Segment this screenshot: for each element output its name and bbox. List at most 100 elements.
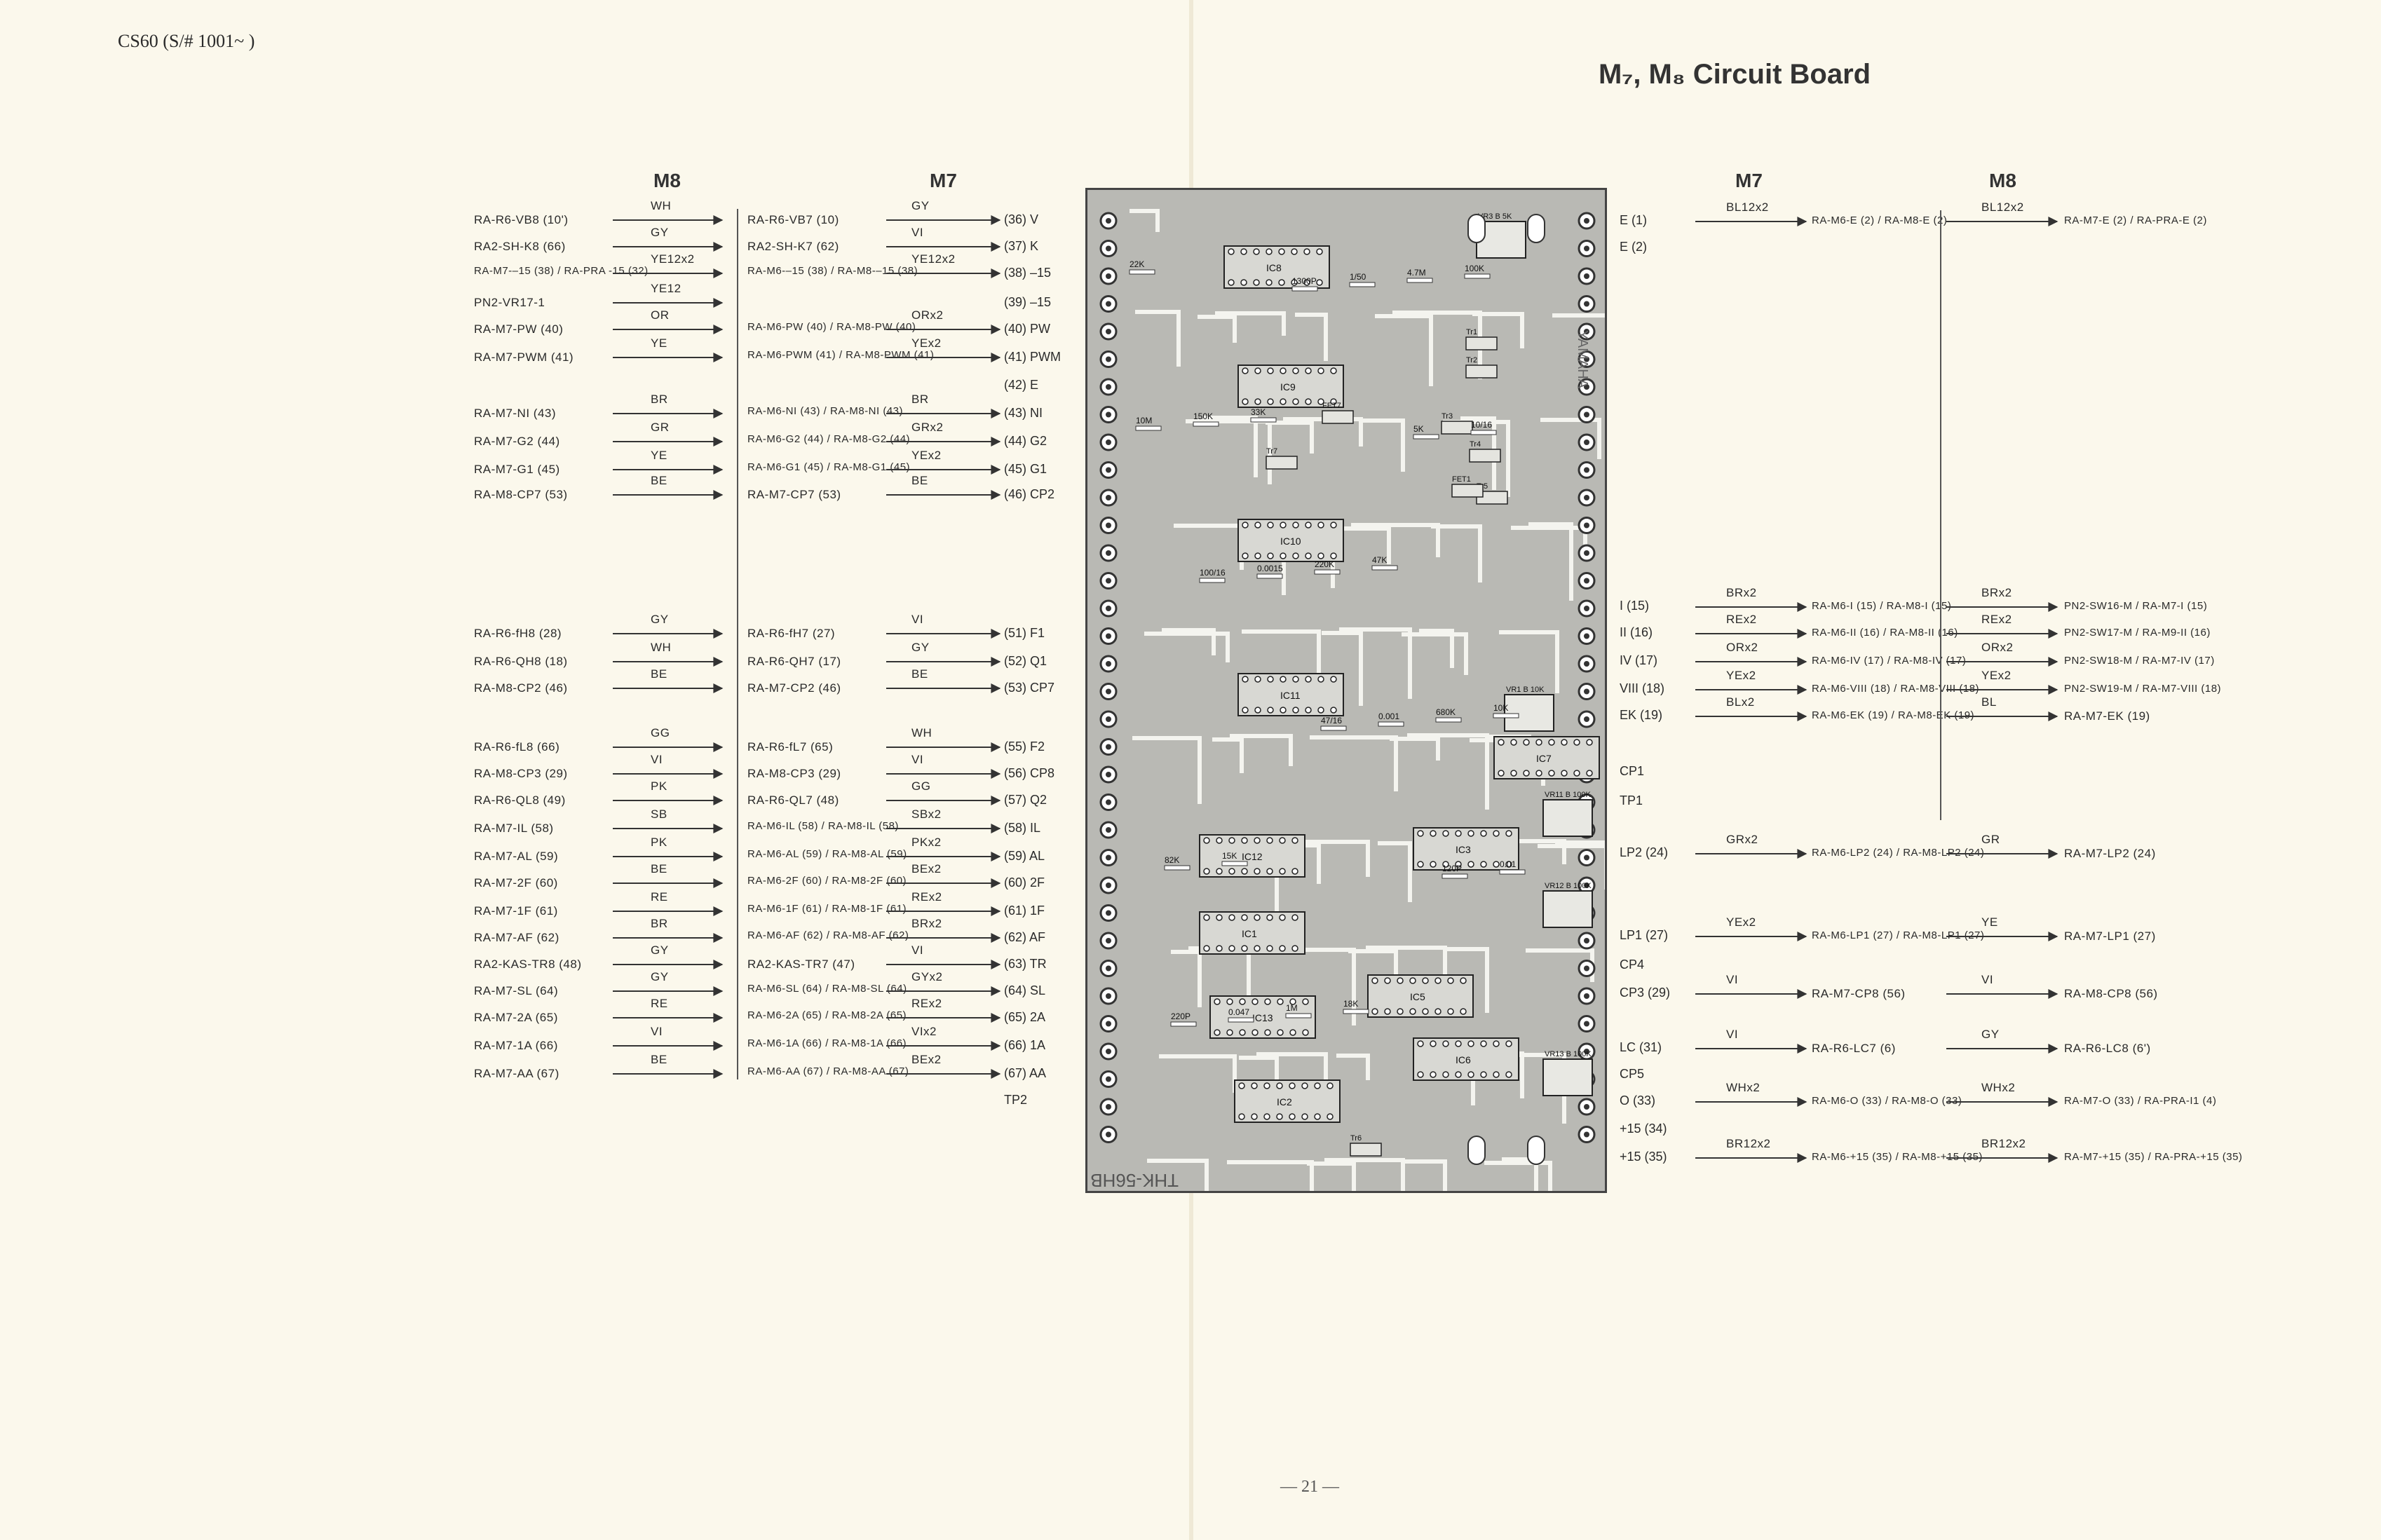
m8-wire-color: GY bbox=[1981, 1028, 2000, 1041]
board-pin-label: (41) PWM bbox=[1004, 350, 1061, 364]
m8-wire-color: WH bbox=[651, 641, 672, 654]
edge-pad-hole bbox=[1106, 883, 1111, 888]
part-value: 5K bbox=[1413, 424, 1424, 434]
edge-pad-hole bbox=[1584, 245, 1589, 252]
m8-source-label: RA-R6-QH8 (18) bbox=[474, 655, 568, 668]
edge-pad-hole bbox=[1106, 356, 1111, 362]
board-pin-label: E (2) bbox=[1620, 240, 1648, 254]
m8-wire-color: GY bbox=[651, 613, 669, 626]
part-value: 82K bbox=[1165, 855, 1179, 865]
board-pin-label: (56) CP8 bbox=[1004, 766, 1055, 780]
ic-chip: IC10 bbox=[1237, 519, 1344, 562]
trace bbox=[1402, 632, 1468, 675]
edge-pad-hole bbox=[1106, 854, 1111, 861]
m8-wire-color: BE bbox=[651, 862, 667, 875]
silkscreen-brand: YAMAHA bbox=[1575, 330, 1590, 389]
trace bbox=[1310, 735, 1398, 791]
ic-chip: IC8 bbox=[1223, 245, 1330, 289]
part-value: 0.01 bbox=[1500, 859, 1517, 869]
resistor bbox=[1170, 1021, 1197, 1027]
part-value: 100K bbox=[1465, 264, 1484, 273]
m8-wire-color: GR bbox=[651, 421, 670, 434]
trace bbox=[1390, 737, 1440, 761]
edge-pad-hole bbox=[1106, 578, 1111, 584]
m7-wire-color: GRx2 bbox=[1726, 833, 1758, 846]
m7-wire-color: WHx2 bbox=[1726, 1081, 1761, 1094]
part-value: 4.7M bbox=[1407, 268, 1426, 278]
edge-pad-hole bbox=[1106, 550, 1111, 556]
m7-wire-color: VIx2 bbox=[911, 1025, 937, 1038]
m7-wire-color: VI bbox=[1726, 973, 1739, 986]
m8-dest-label: RA-M7-LP2 (24) bbox=[2064, 847, 2156, 860]
m8-wire-color: RE bbox=[651, 890, 668, 904]
edge-pad-hole bbox=[1584, 439, 1589, 445]
edge-pad-hole bbox=[1584, 1104, 1589, 1110]
pot-label: VR12 B 100K bbox=[1545, 882, 1592, 890]
edge-pad-hole bbox=[1106, 606, 1111, 611]
trace bbox=[1484, 1161, 1552, 1191]
ic-chip: IC5 bbox=[1367, 974, 1474, 1018]
edge-pad-hole bbox=[1106, 965, 1111, 972]
m8-wire-color: YE12 bbox=[651, 282, 681, 295]
transistor bbox=[1476, 491, 1508, 505]
part-value: 220K bbox=[1315, 559, 1334, 569]
trace bbox=[1215, 311, 1286, 336]
edge-pad-hole bbox=[1106, 993, 1111, 999]
m8-dest-label: PN2-SW18-M / RA-M7-IV (17) bbox=[2064, 655, 2215, 667]
board-pin-label: (52) Q1 bbox=[1004, 654, 1047, 668]
edge-pad-hole bbox=[1584, 688, 1589, 695]
ic-label: IC6 bbox=[1456, 1054, 1471, 1065]
m8-dest-label: RA-M7-EK (19) bbox=[2064, 709, 2150, 723]
trace bbox=[1555, 840, 1605, 890]
m7-wire-color: ORx2 bbox=[911, 308, 944, 322]
trace bbox=[1446, 947, 1489, 1013]
edge-pad-hole bbox=[1584, 411, 1589, 418]
transistor bbox=[1451, 484, 1484, 498]
m8-source-label: RA2-KAS-TR8 (48) bbox=[474, 958, 582, 971]
transistor-label: Tr1 bbox=[1466, 328, 1477, 336]
ic-label: IC10 bbox=[1280, 536, 1301, 547]
m7-source-label: RA-M7-CP2 (46) bbox=[747, 681, 841, 695]
resistor bbox=[1442, 873, 1468, 879]
m7-source-label: RA-M6-G1 (45) / RA-M8-G1 (45) bbox=[747, 461, 911, 473]
m7-wire-color: VI bbox=[911, 753, 924, 766]
ic-chip: IC7 bbox=[1493, 736, 1600, 779]
resistor bbox=[1250, 417, 1277, 423]
m7-source-label: RA2-SH-K7 (62) bbox=[747, 240, 839, 253]
m7-wire-color: WH bbox=[911, 726, 932, 740]
resistor bbox=[1135, 425, 1162, 431]
trace bbox=[1147, 1159, 1209, 1191]
trace bbox=[1472, 312, 1524, 348]
part-value: 18K bbox=[1343, 999, 1358, 1009]
transistor-label: Tr2 bbox=[1466, 356, 1477, 364]
m7-source-label: RA-M6-IL (58) / RA-M8-IL (58) bbox=[747, 820, 899, 832]
m7-source-label: RA-M6-AL (59) / RA-M8-AL (59) bbox=[747, 848, 907, 860]
m8-wire-color: GY bbox=[651, 226, 669, 239]
ic-label: IC8 bbox=[1266, 262, 1282, 273]
resistor bbox=[1435, 717, 1462, 723]
board-pin-label: CP4 bbox=[1620, 958, 1645, 972]
m7-dest-label: RA-M6-LP2 (24) / RA-M8-LP2 (24) bbox=[1812, 847, 1985, 859]
edge-pad-hole bbox=[1106, 1131, 1111, 1138]
m8-wire-color: SB bbox=[651, 808, 667, 821]
trace bbox=[1363, 418, 1405, 472]
m8-source-label: RA-M7-AL (59) bbox=[474, 850, 559, 863]
resistor bbox=[1378, 721, 1404, 727]
heading-right-m8: M8 bbox=[1989, 170, 2016, 191]
heading-right-m7: M7 bbox=[1735, 170, 1763, 191]
transistor bbox=[1350, 1143, 1382, 1157]
board-pin-label: +15 (35) bbox=[1620, 1150, 1667, 1164]
part-value: 15K bbox=[1222, 851, 1237, 861]
m8-source-label: RA-R6-VB8 (10') bbox=[474, 213, 569, 226]
mounting-hole bbox=[1527, 1136, 1545, 1165]
board-pin-label: (66) 1A bbox=[1004, 1038, 1046, 1052]
edge-pad-hole bbox=[1584, 301, 1589, 307]
resistor bbox=[1343, 1009, 1369, 1014]
transistor bbox=[1465, 336, 1498, 350]
edge-pad-hole bbox=[1106, 439, 1111, 445]
trace bbox=[1514, 1053, 1566, 1124]
part-value: 680K bbox=[1436, 707, 1456, 717]
m8-wire-color: VI bbox=[1981, 973, 1994, 986]
m8-source-label: RA-M7-1F (61) bbox=[474, 904, 558, 918]
